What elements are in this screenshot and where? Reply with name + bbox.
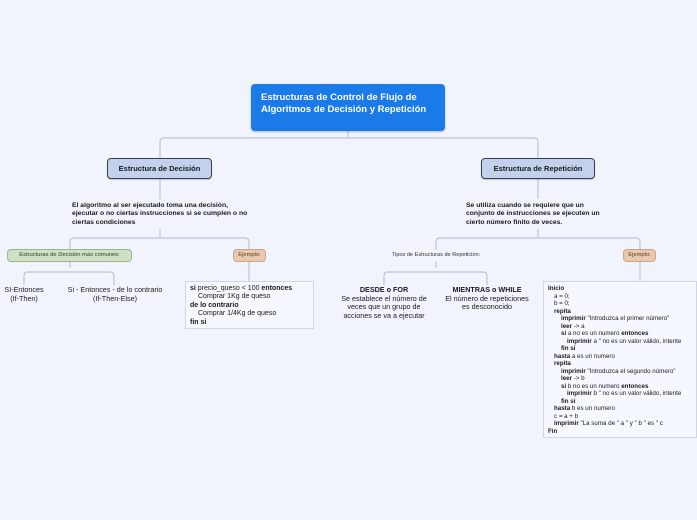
code-line: de lo contrario (190, 302, 309, 310)
repetition-title: Estructura de Repetición (493, 164, 583, 173)
repetition-type-desde[interactable]: DESDE o FOR Se establece el número de ve… (336, 285, 432, 320)
code-line: imprimir a " no es un valor válido, inte… (548, 338, 692, 346)
code-text: "Introduzca el primer número" (585, 315, 670, 322)
code-line: c = a + b (548, 413, 692, 421)
code-text: b es un numero (570, 405, 615, 412)
root-title: Estructuras de Control de Flujo de Algor… (261, 92, 427, 115)
code-line: si a no es un numero entonces (548, 330, 692, 338)
code-line: leer -> a (548, 323, 692, 331)
code-line: Comprar 1Kg de queso (198, 293, 271, 301)
code-keyword: imprimir (554, 420, 579, 427)
code-text: a = 0; (554, 292, 570, 300)
code-line: Inicio (548, 285, 692, 293)
code-line: b = 0; (548, 300, 692, 308)
code-keyword: fin si (561, 397, 576, 405)
code-keyword: entonces (621, 330, 649, 337)
code-line: fin si (548, 345, 692, 353)
code-line: fin si (190, 319, 309, 327)
code-keyword: imprimir (561, 367, 586, 375)
code-text: a es un numero (570, 352, 615, 360)
repetition-node[interactable]: Estructura de Repetición (481, 158, 595, 179)
code-keyword: si (561, 330, 567, 337)
code-line: Comprar 1/4Kg de queso (198, 310, 277, 318)
mientras-title: MIENTRAS o WHILE (452, 285, 522, 294)
code-keyword: hasta (554, 405, 571, 412)
code-text: -> a (572, 322, 585, 330)
code-line: si b no es un numero entonces (548, 383, 692, 391)
code-keyword: fin si (561, 345, 576, 352)
code-text: b = 0; (554, 300, 570, 307)
code-line: repita (548, 360, 692, 368)
decision-node[interactable]: Estructura de Decisión (107, 158, 212, 179)
decision-example-label-text: Ejemplo: (238, 252, 261, 258)
root-topic[interactable]: Estructuras de Control de Flujo de Algor… (251, 84, 445, 131)
decision-example-label[interactable]: Ejemplo: (233, 249, 266, 262)
code-keyword: Fin (548, 427, 558, 435)
code-text: "La suma de " a " y " b " es " c (578, 420, 663, 427)
code-keyword: si (561, 382, 567, 390)
decision-common-label[interactable]: Estructuras de Decisión más comunes: (7, 249, 132, 262)
code-keyword: Inicio (548, 285, 565, 292)
code-keyword: imprimir (561, 315, 586, 322)
code-keyword: imprimir (567, 390, 592, 397)
code-line: imprimir "La suma de " a " y " b " es " … (548, 420, 692, 428)
code-line: imprimir "Introduzca el segundo número" (548, 368, 692, 376)
mientras-text: El número de repeticiones es desconocido (445, 293, 529, 312)
code-keyword: imprimir (567, 337, 592, 345)
decision-type-if-then[interactable]: SI-Entonces (If-Then) (4, 285, 44, 303)
code-keyword: repita (554, 360, 571, 367)
code-text: -> b (572, 375, 585, 382)
code-line: a = 0; (548, 293, 692, 301)
code-line: imprimir "Introduzca el primer número" (548, 315, 692, 323)
code-line: hasta a es un numero (548, 353, 692, 361)
repetition-type-mientras[interactable]: MIENTRAS o WHILE El número de repeticion… (444, 285, 530, 312)
code-line: Fin (548, 428, 692, 436)
repetition-example-label-text: Ejemplo: (628, 252, 651, 258)
kw-entonces: entonces (261, 285, 293, 292)
kw-fin-si: fin si (190, 318, 207, 326)
decision-example-code[interactable]: si precio_queso < 100 entonces Comprar 1… (185, 281, 314, 329)
decision-description: El algoritmo al ser ejecutado toma una d… (72, 202, 248, 226)
decision-common-label-text: Estructuras de Decisión más comunes: (19, 252, 120, 258)
code-line: imprimir b " no es un valor válido, inte… (548, 390, 692, 398)
code-line: fin si (548, 398, 692, 406)
repetition-description: Se utiliza cuando se requiere que un con… (466, 202, 600, 226)
code-keyword: entonces (621, 382, 649, 390)
code-keyword: leer (561, 322, 573, 330)
code-text: a " no es un valor válido, intente (591, 337, 682, 345)
desde-title: DESDE o FOR (359, 285, 409, 294)
desde-text: Se establece el número de veces que un g… (341, 293, 427, 320)
code-text: b no es un numero (566, 382, 622, 390)
code-line: hasta b es un numero (548, 405, 692, 413)
decision-type-if-then-else[interactable]: Si - Entonces - de lo contrario (If-Then… (67, 285, 163, 303)
code-text: precio_queso < 100 (195, 285, 262, 292)
code-text: a no es un numero (566, 330, 622, 337)
code-line: si precio_queso < 100 entonces (190, 285, 309, 293)
code-keyword: repita (554, 307, 571, 315)
code-keyword: hasta (554, 352, 571, 360)
repetition-types-label[interactable]: Tipos de Estructuras de Repetición: (391, 252, 481, 258)
code-text: "Introduzca el segundo número" (585, 367, 676, 375)
kw-si: si (190, 285, 196, 292)
code-text: c = a + b (554, 412, 579, 420)
code-text: b " no es un valor válido, intente (591, 390, 682, 397)
kw-de-lo-contrario: de lo contrario (190, 301, 239, 309)
decision-title: Estructura de Decisión (118, 164, 201, 173)
code-line: repita (548, 308, 692, 316)
code-keyword: leer (561, 375, 573, 382)
repetition-example-label[interactable]: Ejemplo: (623, 249, 656, 262)
code-line: leer -> b (548, 375, 692, 383)
